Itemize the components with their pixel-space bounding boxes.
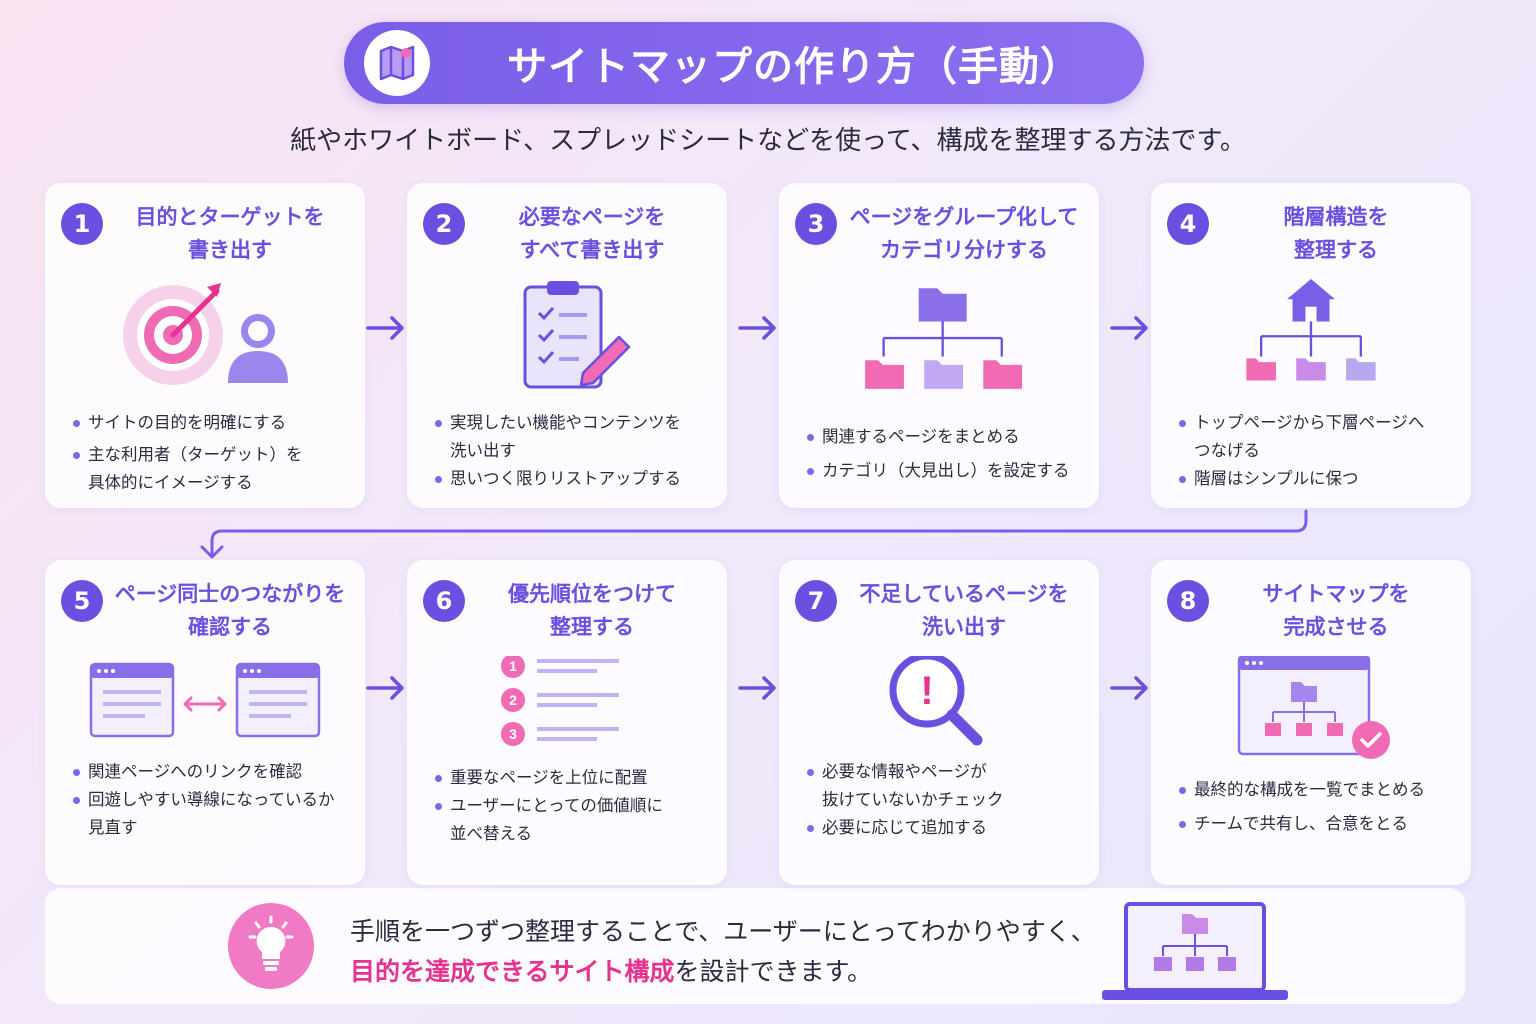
lightbulb-icon [228, 903, 314, 989]
summary-box: 手順を一つずつ整理することで、ユーザーにとってわかりやすく、 目的を達成できるサ… [45, 888, 1465, 1004]
page-subtitle: 紙やホワイトボード、スプレッドシートなどを使って、構成を整理する方法です。 [290, 126, 1246, 156]
step-number: 5 [61, 580, 103, 622]
step-card-5: 5 ページ同士のつながりを 確認する 関連ページへのリンクを確認 回遊しやすい導… [45, 560, 365, 885]
step-card-6: 6 優先順位をつけて 整理する 1 2 3 重要なページを上位に配置 ユーザーに… [407, 560, 727, 885]
map-icon [364, 30, 430, 96]
list-item: ユーザーにとっての価値順に [433, 792, 715, 820]
step-card-4: 4 階層構造を 整理する トップページから下層ページへ つなげる 階層はシンプル… [1151, 183, 1471, 508]
list-item: 回遊しやすい導線になっているか [71, 786, 353, 814]
step-number: 3 [795, 203, 837, 245]
list-item: チームで共有し、合意をとる [1177, 810, 1459, 838]
summary-text: 手順を一つずつ整理することで、ユーザーにとってわかりやすく、 目的を達成できるサ… [350, 917, 1096, 986]
step-title: サイトマップを 完成させる [1262, 582, 1410, 639]
step-card-2: 2 必要なページを すべて書き出す 実現したい機能やコンテンツを 洗い出す 思い… [407, 183, 727, 508]
folder-tree-icon [865, 288, 1023, 389]
arrow-right-icon [738, 676, 776, 700]
step-bullets: 関連するページをまとめる カテゴリ（大見出し）を設定する [805, 423, 1087, 485]
step-title: 不足しているページを 洗い出す [859, 582, 1069, 639]
step-number: 4 [1167, 203, 1209, 245]
list-item: つなげる [1194, 441, 1260, 460]
step-card-8: 8 サイトマップを 完成させる 最終的な構成を一覧でまとめる チームで共有し、合… [1151, 560, 1471, 885]
arrow-right-icon [366, 316, 404, 340]
list-item: サイトの目的を明確にする [71, 409, 353, 437]
list-item: 見直す [88, 818, 138, 837]
list-item: カテゴリ（大見出し）を設定する [805, 457, 1087, 485]
list-item: 最終的な構成を一覧でまとめる [1177, 776, 1459, 804]
step-title: ページをグループ化して カテゴリ分けする [849, 205, 1079, 262]
list-item: 主な利用者（ターゲット）を [71, 441, 353, 469]
step-bullets: 関連ページへのリンクを確認 回遊しやすい導線になっているか 見直す [71, 758, 353, 842]
step-bullets: 重要なページを上位に配置 ユーザーにとっての価値順に 並べ替える [433, 764, 715, 848]
step-title: 目的とターゲットを 書き出す [135, 205, 325, 262]
sitemap-complete-icon [1237, 656, 1390, 759]
step-title: 必要なページを すべて書き出す [518, 205, 666, 262]
arrow-right-icon [1110, 316, 1148, 340]
title-banner: サイトマップの作り方（手動） [344, 22, 1144, 104]
list-item: 関連ページへのリンクを確認 [71, 758, 353, 786]
step-bullets: サイトの目的を明確にする 主な利用者（ターゲット）を 具体的にイメージする [71, 409, 353, 497]
list-item: 関連するページをまとめる [805, 423, 1087, 451]
step-bullets: 実現したい機能やコンテンツを 洗い出す 思いつく限りリストアップする [433, 409, 715, 493]
list-item: 思いつく限りリストアップする [433, 465, 715, 493]
step-title: 階層構造を 整理する [1283, 205, 1389, 262]
step-bullets: 最終的な構成を一覧でまとめる チームで共有し、合意をとる [1177, 776, 1459, 838]
linked-pages-icon [89, 662, 321, 738]
list-item: 階層はシンプルに保つ [1177, 465, 1459, 493]
step-number: 8 [1167, 580, 1209, 622]
page-title: サイトマップの作り方（手動） [507, 44, 1081, 90]
arrow-right-icon [366, 676, 404, 700]
step-title: ページ同士のつながりを 確認する [114, 582, 346, 639]
list-item: 必要に応じて追加する [805, 814, 1087, 842]
highlight-text: 目的を達成できるサイト構成 [350, 957, 675, 986]
target-person-icon [123, 283, 288, 385]
step-number: 7 [795, 580, 837, 622]
list-item: 重要なページを上位に配置 [433, 764, 715, 792]
arrow-right-icon [1110, 676, 1148, 700]
list-item: 抜けていないかチェック [822, 790, 1004, 809]
list-item: 必要な情報やページが [805, 758, 1087, 786]
priority-number: 2 [509, 692, 517, 708]
step-card-1: 1 目的とターゲットを 書き出す サイトの目的を明確にする 主な利用者（ターゲッ… [45, 183, 365, 508]
alert-mark: ! [920, 669, 933, 713]
clipboard-pencil-icon [523, 281, 631, 389]
step-card-7: 7 不足しているページを 洗い出す ! 必要な情報やページが 抜けていないかチェ… [779, 560, 1099, 885]
priority-number: 1 [509, 658, 517, 674]
house-hierarchy-icon [1246, 279, 1376, 381]
list-item: 具体的にイメージする [88, 473, 253, 492]
laptop-sitemap-icon [1102, 902, 1288, 1000]
priority-list-icon: 1 2 3 [501, 656, 619, 746]
step-title: 優先順位をつけて 整理する [508, 582, 676, 639]
priority-number: 3 [509, 726, 517, 742]
step-card-3: 3 ページをグループ化して カテゴリ分けする 関連するページをまとめる カテゴリ… [779, 183, 1099, 508]
row-connector-arrow [200, 509, 1308, 559]
step-number: 2 [423, 203, 465, 245]
step-number: 6 [423, 580, 465, 622]
step-bullets: 必要な情報やページが 抜けていないかチェック 必要に応じて追加する [805, 758, 1087, 842]
list-item: 並べ替える [450, 824, 533, 843]
arrow-right-icon [738, 316, 776, 340]
list-item: トップページから下層ページへ [1177, 409, 1459, 437]
step-bullets: トップページから下層ページへ つなげる 階層はシンプルに保つ [1177, 409, 1459, 493]
list-item: 実現したい機能やコンテンツを [433, 409, 715, 437]
step-number: 1 [61, 203, 103, 245]
list-item: 洗い出す [450, 441, 516, 460]
magnifier-alert-icon: ! [889, 656, 983, 746]
